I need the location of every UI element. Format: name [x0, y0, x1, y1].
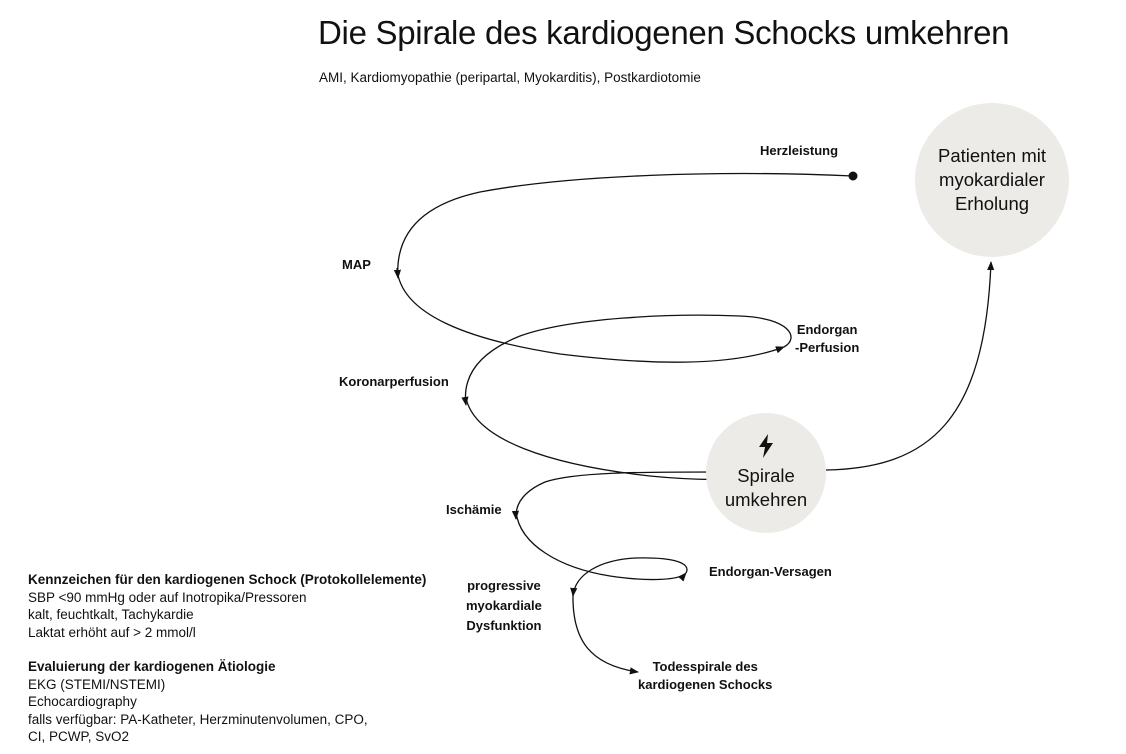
reverse-line-2: umkehren: [724, 489, 808, 510]
label-koronarperfusion: Koronarperfusion: [339, 374, 449, 389]
spiral-segment-endorgan-versagen: [515, 511, 687, 582]
reverse-spiral-circle: Spirale umkehren: [706, 413, 826, 533]
label-progressive-line-1: progressive: [467, 578, 541, 593]
label-ischaemie: Ischämie: [446, 502, 502, 517]
label-progressive-line-3: Dysfunktion: [466, 618, 542, 633]
etiology-heading: Evaluierung der kardiogenen Ätiologie: [28, 659, 276, 674]
label-endorgan-versagen: Endorgan-Versagen: [709, 564, 832, 579]
label-todesspirale-line-2: kardiogenen Schocks: [638, 677, 773, 692]
label-progressive-line-2: myokardiale: [466, 598, 542, 613]
label-herzleistung: Herzleistung: [760, 143, 839, 158]
lightning-bolt-icon: [759, 434, 773, 458]
spiral-segment-dysfunktion: [570, 557, 688, 597]
spiral-segment-koronarperfusion: [461, 314, 792, 406]
page-subtitle: AMI, Kardiomyopathie (peripartal, Myokar…: [319, 70, 701, 85]
spiral-segment-map: [393, 172, 854, 279]
spiral-segment-ischaemie: [511, 471, 716, 520]
criteria-heading: Kennzeichen für den kardiogenen Schock (…: [28, 572, 427, 587]
label-todesspirale-line-1: Todesspirale des: [652, 659, 758, 674]
reverse-line-1: Spirale: [737, 465, 795, 486]
recovery-line-2: myokardialer: [939, 169, 1045, 190]
label-map: MAP: [342, 257, 371, 272]
etiology-item: EKG (STEMI/NSTEMI): [28, 676, 166, 692]
recovery-line-3: Erholung: [954, 193, 1030, 214]
etiology-block: Evaluierung der kardiogenen Ätiologie EK…: [28, 658, 368, 746]
criteria-item: SBP <90 mmHg oder auf Inotropika/Pressor…: [28, 589, 307, 605]
criteria-item: kalt, feuchtkalt, Tachykardie: [28, 607, 194, 622]
recovery-line-1: Patienten mit: [938, 145, 1046, 166]
criteria-block: Kennzeichen für den kardiogenen Schock (…: [28, 571, 426, 641]
page-title: Die Spirale des kardiogenen Schocks umke…: [318, 14, 1010, 51]
spiral-segment-todesspirale: [572, 593, 639, 675]
etiology-item: CI, PCWP, SvO2: [28, 729, 130, 744]
label-todesspirale: Todesspirale des kardiogenen Schocks: [638, 658, 772, 694]
spiral-segment-endorgan-perfusion: [396, 267, 785, 363]
label-endorgan-perfusion-line-1: Endorgan: [796, 322, 858, 337]
reverse-arrow: [825, 261, 995, 471]
etiology-item: Echocardiography: [28, 694, 137, 709]
etiology-item: falls verfügbar: PA-Katheter, Herzminute…: [28, 711, 368, 727]
label-progressive-dysfunktion: progressive myokardiale Dysfunktion: [466, 576, 542, 636]
recovery-circle: Patienten mit myokardialer Erholung: [915, 103, 1069, 257]
label-endorgan-perfusion: Endorgan -Perfusion: [795, 321, 859, 357]
criteria-item: Laktat erhöht auf > 2 mmol/l: [28, 624, 196, 640]
label-endorgan-perfusion-line-2: -Perfusion: [795, 340, 860, 355]
